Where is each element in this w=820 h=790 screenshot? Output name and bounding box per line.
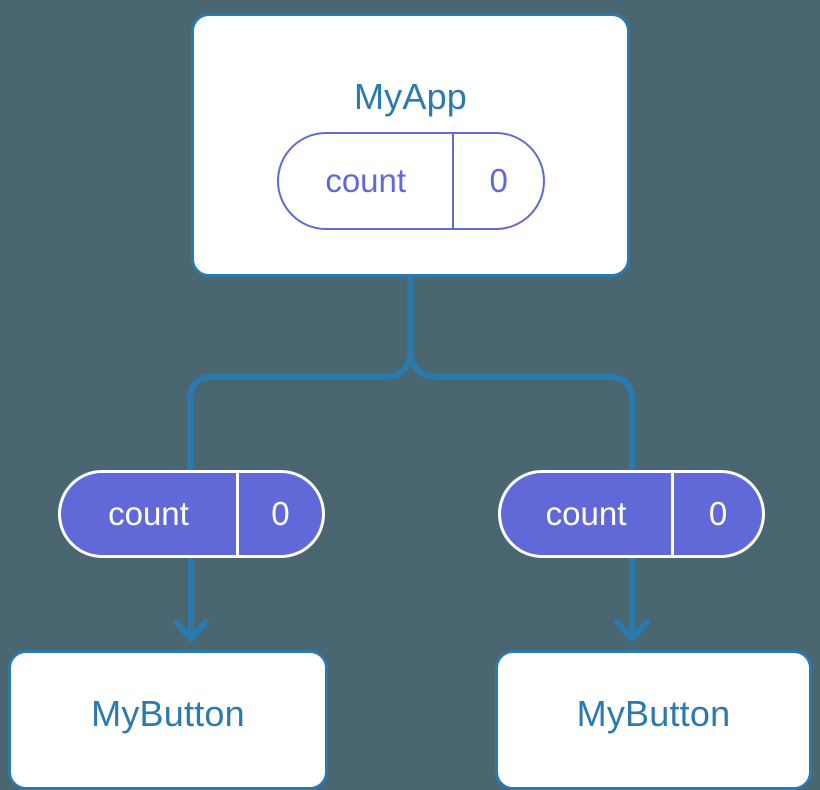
state-pill-child-left[interactable]: count 0 [58,470,325,558]
state-pill-key: count [325,162,407,199]
component-box-mybutton-left[interactable]: MyButton [8,650,328,790]
component-title-mybutton: MyButton [576,693,731,734]
component-title-myapp: MyApp [353,76,468,117]
branch-connector-left [187,347,414,470]
component-box-mybutton-right[interactable]: MyButton [495,650,812,790]
state-pill-key: count [545,495,627,532]
arrowhead-right [614,619,650,642]
arrowhead-left [173,619,209,642]
state-pill-child-right[interactable]: count 0 [498,470,765,558]
component-title-mybutton: MyButton [91,693,245,734]
state-pill-myapp[interactable]: count 0 [277,132,545,230]
state-pill-value: 0 [452,134,543,228]
diagram-canvas: MyApp count 0 count 0 count 0 MyButton M… [8,13,812,790]
state-pill-key: count [108,495,189,532]
branch-connector-right [407,347,635,470]
state-pill-value: 0 [235,473,322,555]
state-pill-value: 0 [671,473,762,555]
